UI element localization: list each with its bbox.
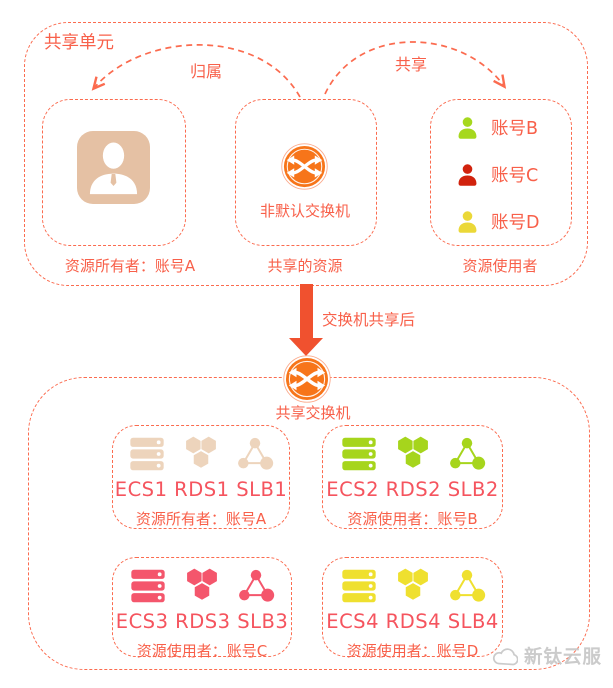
slb-icon	[237, 436, 275, 471]
resource-names: ECS4 RDS4 SLB4	[326, 610, 499, 633]
sharing-unit-title: 共享单元	[44, 33, 114, 53]
owner-avatar-icon	[77, 131, 150, 204]
shared-resource-caption: 共享的资源	[267, 257, 343, 275]
slb-icon	[448, 568, 486, 603]
rds-icon	[187, 568, 217, 600]
account-list: 账号B 账号C 账号D	[430, 99, 570, 244]
account-row-c: 账号C	[455, 161, 570, 187]
resource-names: ECS2 RDS2 SLB2	[326, 478, 499, 501]
group-caption: 资源使用者：账号D	[346, 642, 479, 660]
resource-group-account-a: ECS1 RDS1 SLB1 资源所有者：账号A	[112, 425, 290, 529]
resource-names: ECS1 RDS1 SLB1	[114, 478, 288, 501]
ecs-icon	[130, 437, 164, 471]
brand-watermark: 新钛云服	[492, 643, 602, 669]
account-row-b: 账号B	[455, 114, 570, 140]
group-caption: 资源使用者：账号C	[136, 642, 268, 660]
ecs-icon	[341, 437, 376, 471]
resource-icons	[339, 566, 487, 606]
cloud-logo-icon	[492, 648, 518, 666]
share-arrow-label: 共享	[395, 55, 428, 74]
resource-group-account-c: ECS3 RDS3 SLB3 资源使用者：账号C	[112, 557, 292, 660]
non-default-switch-label: 非默认交换机	[259, 202, 350, 220]
transition-arrow-head	[289, 338, 323, 356]
slb-icon	[448, 436, 486, 471]
ecs-icon	[341, 569, 376, 603]
group-caption: 资源所有者：账号A	[135, 510, 267, 528]
account-label: 账号B	[491, 118, 539, 139]
slb-icon	[238, 568, 276, 603]
person-icon	[458, 116, 477, 139]
person-icon	[458, 163, 477, 186]
resource-group-account-b: ECS2 RDS2 SLB2 资源使用者：账号B	[322, 425, 503, 529]
group-caption: 资源使用者：账号B	[347, 510, 478, 528]
resource-users-box	[430, 99, 572, 246]
resource-users-caption: 资源使用者	[462, 257, 538, 275]
belong-arrow-label: 归属	[190, 62, 223, 81]
account-label: 账号C	[491, 165, 539, 186]
transition-arrow-shaft	[300, 284, 313, 339]
resource-owner-caption: 资源所有者：账号A	[64, 257, 196, 275]
rds-icon	[397, 568, 428, 600]
resource-icons	[128, 566, 276, 606]
resource-names: ECS3 RDS3 SLB3	[115, 610, 289, 633]
brand-name: 新钛云服	[524, 647, 603, 668]
person-icon	[458, 210, 477, 233]
resource-icons	[339, 434, 487, 474]
shared-vswitch-label: 共享交换机	[275, 404, 351, 422]
resource-icons	[127, 434, 275, 474]
account-row-d: 账号D	[455, 208, 570, 234]
transition-label: 交换机共享后	[322, 311, 416, 329]
resource-group-account-d: ECS4 RDS4 SLB4 资源使用者：账号D	[322, 557, 503, 660]
ecs-icon	[131, 569, 165, 603]
rds-icon	[186, 436, 216, 468]
rds-icon	[397, 436, 428, 468]
vswitch-icon	[281, 143, 328, 190]
account-label: 账号D	[491, 212, 540, 233]
shared-vswitch-icon	[283, 355, 331, 403]
